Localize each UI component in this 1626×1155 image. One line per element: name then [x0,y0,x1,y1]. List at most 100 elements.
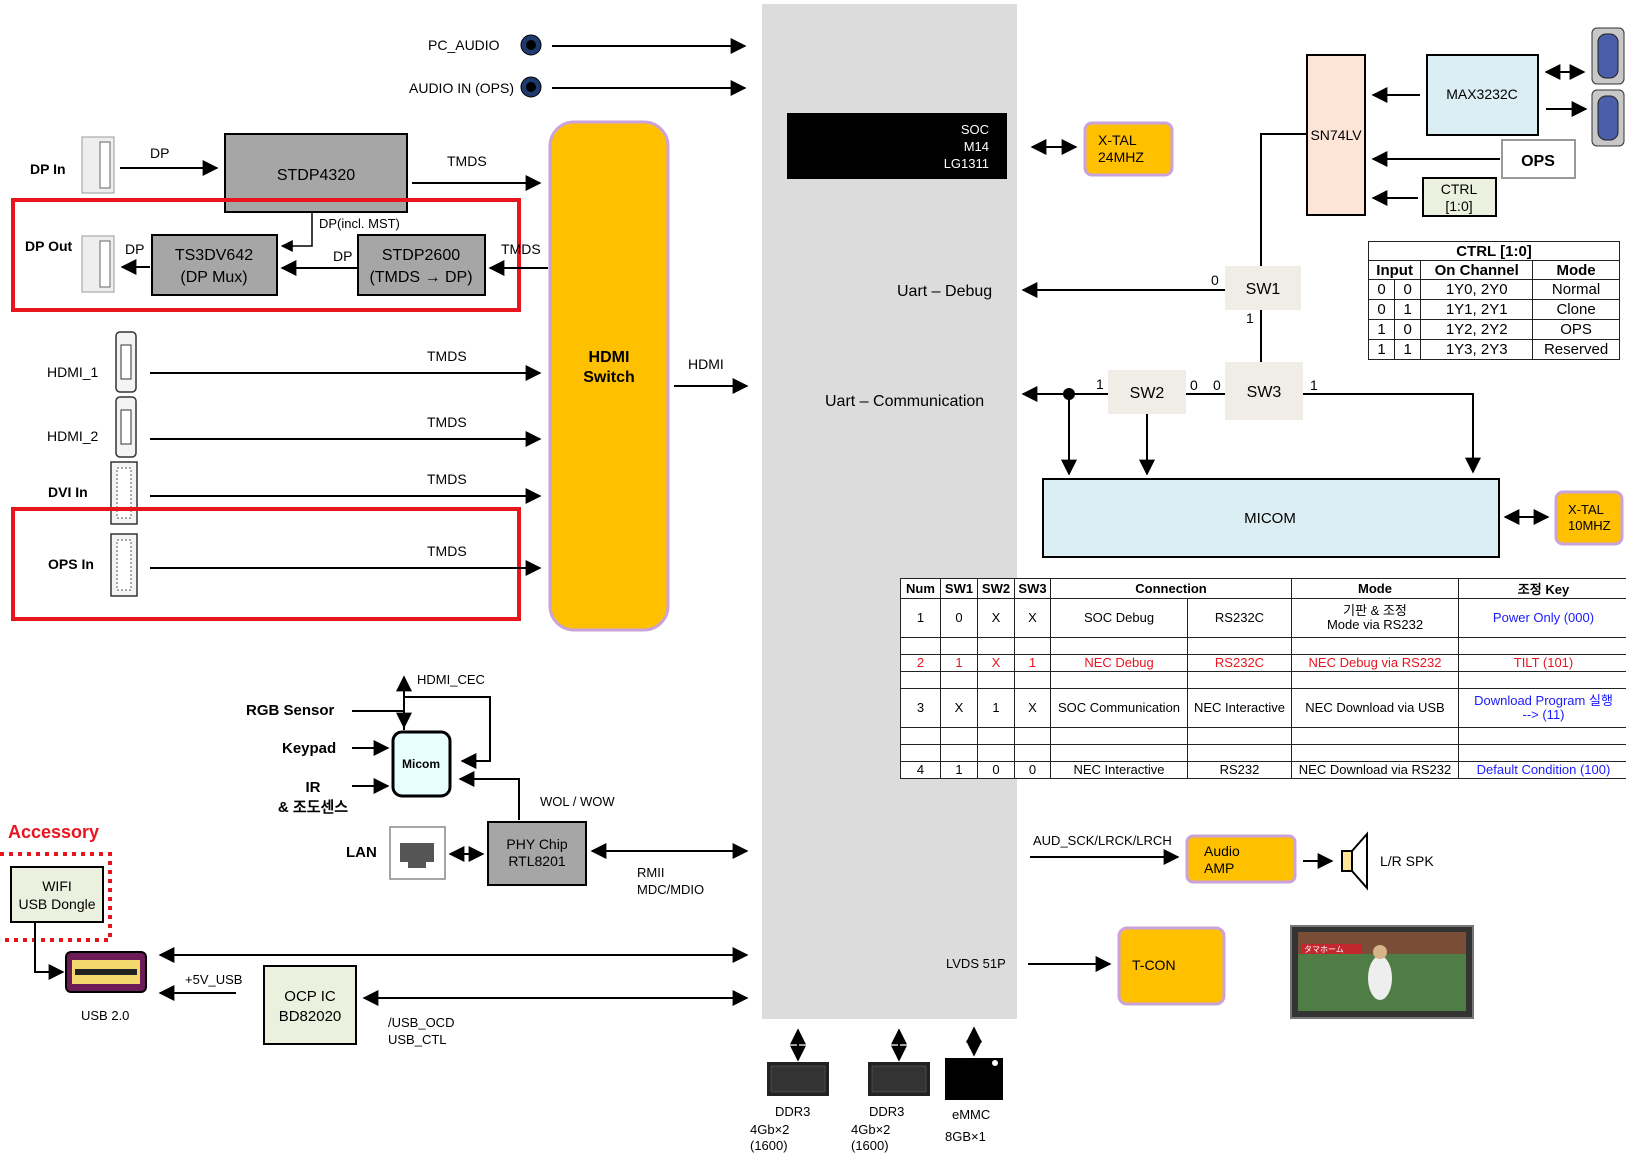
audio-amp-label-2: AMP [1204,860,1234,876]
dp-in-connector-icon [82,137,114,193]
table-cell: 0 [1395,320,1421,340]
stdp4320-label: STDP4320 [277,167,355,184]
sw2-label: SW2 [1130,385,1165,402]
ocp-label-2: BD82020 [279,1008,342,1025]
plus5v-label: +5V_USB [185,972,242,987]
lvds-label: LVDS 51P [946,956,1006,971]
hdmi-1-connector-icon [116,332,136,392]
table-cell: 1 [1395,340,1421,360]
xtal-24-label-1: X-TAL [1098,132,1137,148]
usb-ocd-label-1: /USB_OCD [388,1015,454,1030]
accessory-label: Accessory [8,822,99,842]
phy-chip-label-1: PHY Chip [506,836,567,852]
dvi-tmds-label: TMDS [427,471,467,487]
table-cell: 1Y1, 2Y1 [1421,300,1533,320]
table-cell: 1 [978,689,1015,728]
ir-label-2: & 조도센스 [278,799,348,816]
table-cell: 0 [941,599,978,638]
wol-wow-label: WOL / WOW [540,794,615,809]
table-cell: NEC Interactive [1188,689,1292,728]
table-cell: NEC Interactive [1051,762,1188,779]
uart-comm-label: Uart – Communication [825,393,984,410]
table-cell: 0 [978,762,1015,779]
emmc-label-2: 8GB×1 [945,1129,986,1144]
phy-chip-label-2: RTL8201 [508,853,566,869]
spk-label: L/R SPK [1380,853,1434,869]
hdmi-edge-label: HDMI [688,356,724,372]
hdmi-switch-label-2: Switch [583,369,635,386]
table-cell: 1Y2, 2Y2 [1421,320,1533,340]
usb20-label: USB 2.0 [81,1008,129,1023]
table-cell: Normal [1533,280,1620,300]
ts3dv642-block [152,235,277,295]
speaker-icon [1342,834,1367,888]
table-cell: 기판 & 조정 Mode via RS232 [1292,599,1459,638]
hdmi-2-tmds-label: TMDS [427,414,467,430]
table-cell: OPS [1533,320,1620,340]
emmc-label-1: eMMC [952,1107,990,1122]
xtal-10-label-2: 10MHZ [1568,518,1611,533]
audio-amp-label-1: Audio [1204,843,1240,859]
wifi-label-1: WIFI [42,878,72,894]
table-row: 2 1 X 1 NEC Debug RS232C NEC Debug via R… [901,655,1626,672]
ddr3-chip-a-icon [767,1062,829,1096]
table-cell: X [978,599,1015,638]
soc-label-3: LG1311 [944,156,989,171]
hdmi-switch-label-1: HDMI [589,349,630,366]
table-cell: 0 [1015,762,1051,779]
stdp2600-tmds-label: TMDS [501,241,541,257]
dp-incl-mst-label: DP(incl. MST) [319,216,400,231]
table-cell: X [941,689,978,728]
table-row [901,672,1626,689]
table-cell: RS232C [1188,655,1292,672]
wifi-label-2: USB Dongle [18,896,95,912]
ops-label: OPS [1521,153,1555,170]
emmc-chip-icon [945,1058,1003,1100]
sw-table-header: Mode [1292,579,1459,599]
table-row [901,745,1626,762]
hdmi-cec-label: HDMI_CEC [417,672,485,687]
hdmi-1-label: HDMI_1 [47,364,99,380]
sw1-pin-0: 0 [1211,272,1219,288]
xtal-10-label-1: X-TAL [1568,502,1604,517]
table-cell: X [1015,689,1051,728]
svg-text:タマホーム: タマホーム [1304,945,1344,954]
table-cell: NEC Download via RS232 [1292,762,1459,779]
sw1-pin-1: 1 [1246,310,1254,326]
tv-screen-image: タマホーム [1291,926,1473,1018]
hdmi-2-connector-icon [116,397,136,457]
soc-label-2: M14 [964,139,989,154]
soc-label-1: SOC [961,122,989,137]
table-cell: X [978,655,1015,672]
ctrl-table-header: On Channel [1421,261,1533,280]
sw-table-header: SW1 [941,579,978,599]
sw2-pin-0: 0 [1190,377,1198,393]
table-cell: 0 [1395,280,1421,300]
table-cell: TILT (101) [1459,655,1626,672]
sw-table-header: Num [901,579,941,599]
table-cell: 1 [1369,320,1395,340]
sw3-pin-0: 0 [1213,377,1221,393]
rgb-sensor-label: RGB Sensor [246,702,335,719]
table-cell: 1Y3, 2Y3 [1421,340,1533,360]
lan-port-icon [390,827,445,879]
ddr3-b-label-3: (1600) [851,1138,889,1153]
table-cell: NEC Debug [1051,655,1188,672]
ops-in-tmds-label: TMDS [427,543,467,559]
dvi-in-label: DVI In [48,484,88,500]
usb-ocd-label-2: USB_CTL [388,1032,447,1047]
sw2-pin-1: 1 [1096,376,1104,392]
table-cell: 1 [941,762,978,779]
table-row: 0 0 1Y0, 2Y0 Normal [1369,280,1620,300]
table-cell: SOC Debug [1051,599,1188,638]
ctrl-label-2: [1:0] [1445,198,1472,214]
table-cell: 1 [901,599,941,638]
table-cell: 0 [1369,300,1395,320]
sw-table-header: Connection [1051,579,1292,599]
ctrl-table-header: Mode [1533,261,1620,280]
usb-port-icon [66,952,146,992]
sw-table-header: SW3 [1015,579,1051,599]
hdmi-1-tmds-label: TMDS [427,348,467,364]
ddr3-chip-b-icon [868,1062,930,1096]
table-cell: RS232C [1188,599,1292,638]
